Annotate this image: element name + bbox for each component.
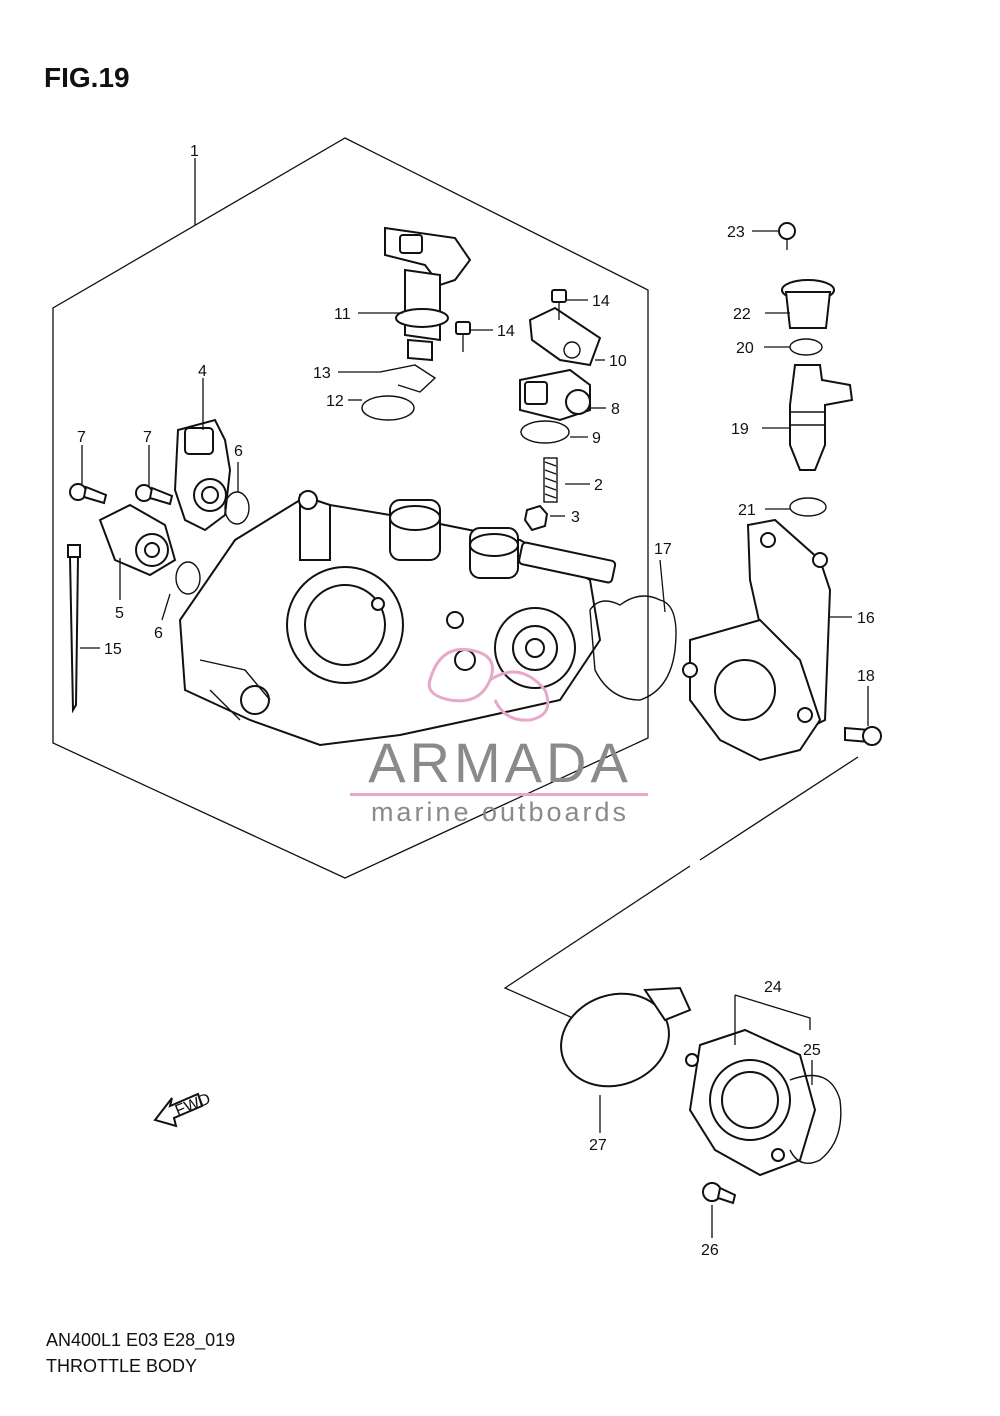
callout-26: 26 — [701, 1242, 719, 1259]
part-8-sensor — [519, 368, 591, 422]
callout-16: 16 — [857, 610, 875, 627]
callout-22: 22 — [733, 306, 751, 323]
callout-12: 12 — [326, 393, 344, 410]
figure-name: THROTTLE BODY — [46, 1356, 198, 1376]
part-21-o-ring — [789, 497, 827, 517]
part-18-bolt — [844, 726, 882, 746]
callout-8: 8 — [611, 401, 620, 418]
watermark-tagline: marine outboards — [370, 797, 630, 827]
callout-14b: 14 — [497, 323, 515, 340]
callout-15: 15 — [104, 641, 122, 658]
callout-5: 5 — [115, 605, 124, 622]
figure-code: AN400L1 E03 E28_019 — [46, 1330, 236, 1350]
figure-title: FIG.19 — [44, 62, 130, 93]
part-26-bolt — [702, 1182, 737, 1205]
callout-24: 24 — [764, 979, 782, 996]
callout-4: 4 — [198, 363, 207, 380]
part-4-sensor — [173, 418, 232, 532]
connector-line — [503, 756, 859, 1031]
part-27-clamp — [560, 986, 692, 1088]
throttle-body-main — [178, 490, 617, 747]
part-15-cable-tie — [67, 544, 81, 714]
leader-lines — [80, 158, 869, 1238]
callout-7b: 7 — [143, 429, 152, 446]
part-13-clip — [379, 364, 437, 393]
part-3-nut — [523, 504, 549, 532]
callout-2: 2 — [594, 477, 603, 494]
callout-labels: 1 2 3 4 5 6 6 7 7 8 9 10 11 12 13 14 14 … — [77, 143, 875, 1259]
callout-27: 27 — [589, 1137, 607, 1154]
part-12-o-ring — [361, 395, 415, 421]
part-7-screw-a — [69, 483, 108, 505]
part-23-screw — [778, 222, 796, 250]
callout-17: 17 — [654, 541, 672, 558]
callout-14a: 14 — [592, 293, 610, 310]
callout-6a: 6 — [234, 443, 243, 460]
part-25-gasket — [789, 1074, 842, 1164]
part-6-o-ring-b — [175, 561, 201, 595]
part-19-injector — [789, 364, 854, 471]
callout-6b: 6 — [154, 625, 163, 642]
watermark-logo-icon — [427, 647, 550, 722]
callout-11: 11 — [334, 306, 351, 323]
fwd-arrow: FWD — [153, 1090, 213, 1128]
callout-18: 18 — [857, 668, 875, 685]
part-9-o-ring — [520, 420, 570, 444]
callout-7a: 7 — [77, 429, 86, 446]
part-10-plate — [528, 306, 602, 367]
callout-19: 19 — [731, 421, 749, 438]
part-11-sensor — [384, 226, 472, 362]
callout-25: 25 — [803, 1042, 821, 1059]
callout-20: 20 — [736, 340, 754, 357]
callout-21: 21 — [738, 502, 756, 519]
part-22-cap — [781, 279, 835, 329]
part-7-screw-b — [135, 484, 174, 506]
part-14-screw-a — [551, 289, 567, 320]
callout-10: 10 — [609, 353, 627, 370]
part-20-o-ring — [789, 338, 823, 356]
part-16-holder — [682, 518, 832, 762]
callout-9: 9 — [592, 430, 601, 447]
part-17-gasket — [589, 595, 677, 701]
part-24-insulator — [685, 1028, 817, 1177]
part-6-o-ring-a — [224, 491, 250, 525]
part-2-spring — [543, 457, 558, 503]
watermark-divider — [350, 793, 648, 796]
part-5-sensor — [98, 503, 177, 577]
callout-1: 1 — [190, 143, 199, 160]
callout-13: 13 — [313, 365, 331, 382]
part-14-screw-b — [455, 321, 471, 352]
fwd-arrow-label: FWD — [173, 1090, 213, 1119]
watermark-brand: ARMADA — [368, 731, 632, 794]
callout-23: 23 — [727, 224, 745, 241]
callout-3: 3 — [571, 509, 580, 526]
assembly-outline — [52, 137, 649, 879]
